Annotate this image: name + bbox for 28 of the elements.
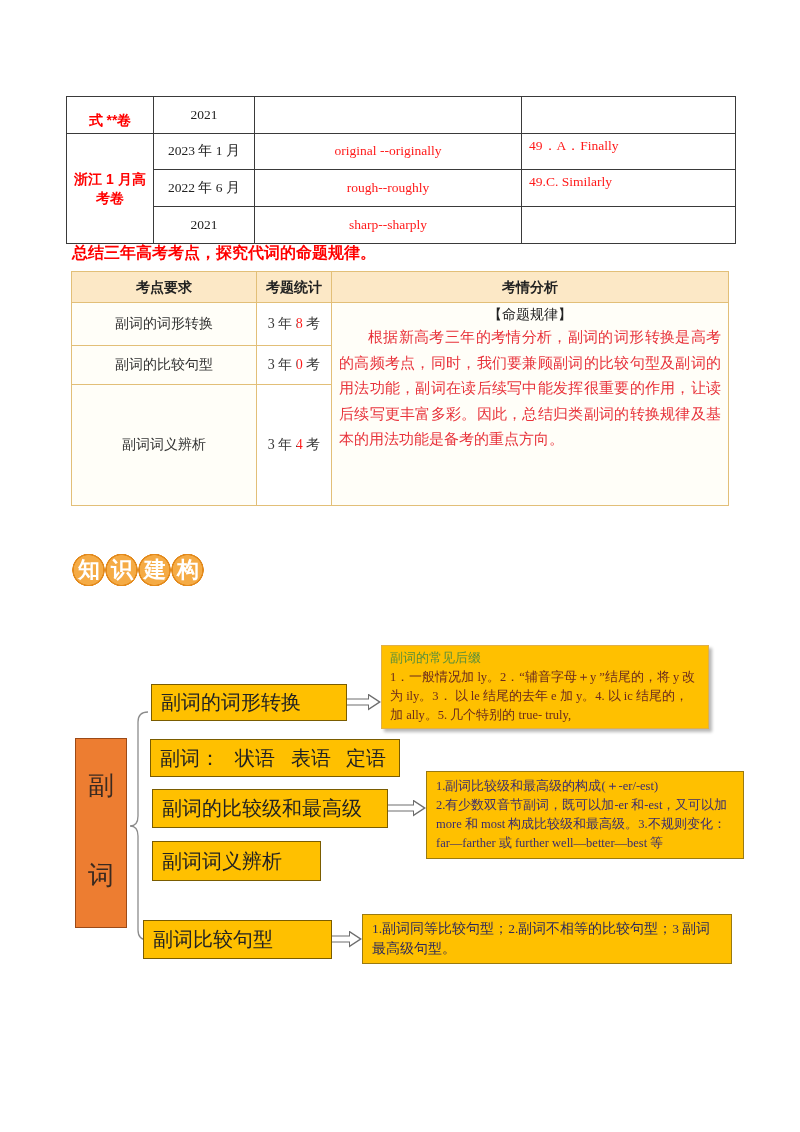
arrow [331,930,362,948]
topic-box: 副词： 状语 表语 定语 [150,739,400,777]
section-heading: 总结三年高考考点，探究代词的命题规律。 [72,243,376,263]
note-heading: 副词的常见后缀 [390,650,482,667]
table-cell: 副词词义辨析 [71,384,257,506]
table-cell: 副词的词形转换 [71,302,257,346]
table-cell: 副词的比较句型 [71,345,257,385]
section-title: 知识建构 [72,553,204,587]
note-box [426,771,744,859]
note-box [381,645,709,729]
header-cell: 考情分析 [331,271,729,303]
header-cell: 考题统计 [256,271,332,303]
note-text: 1．一般情况加 ly。2．“辅音字母＋y ”结尾的，将 y 改为 ily。3． 以 le 结尾的去年 e 加 y。4. 以 ic 结尾的，加 ally。5. 几个特别的 true- truly, [390,669,697,724]
arrow [387,799,426,817]
arrow [346,693,381,711]
topic-box: 副词的比较级和最高级 [152,789,388,828]
paragraph: 根据新高考三年的考情分析，副词的词形转换是高考的高频考点，同时，我们要兼顾副词的比较句型及副词的用法功能，副词在读后续写中能发挥很重要的作用，让读后续写更丰富多彩。因此，总结归类副词的转换规律及基本的用法功能是备考的重点方向。 [338,328,722,449]
table-cell: 浙江 1 月高考卷 [66,133,154,244]
note-heading: 1.副词比较级和最高级的构成(＋-er/-est) [436,778,660,795]
topic-box: 副词词义辨析 [152,841,321,881]
note-text: 2.有少数双音节副词，既可以加-er 和-est，又可以加 more 和 most 构成比较级和最高级。3.不规则变化：far—farther 或 further well—better—best 等 [436,797,729,852]
cell-heading: 【命题规律】 [487,306,573,324]
root-box: 副词 [75,738,127,928]
topic-box: 副词的词形转换 [151,684,347,721]
topic-box: 副词比较句型 [143,920,332,959]
table-cell: 式 **卷 [66,96,154,134]
note-box: 1.副词同等比较句型；2.副词不相等的比较句型；3 副词最高级句型。 [362,914,732,964]
header-cell: 考点要求 [71,271,257,303]
